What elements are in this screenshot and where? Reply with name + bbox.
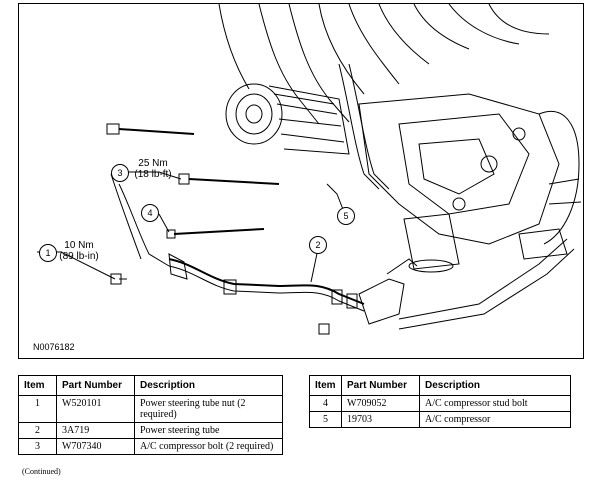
table-row: 3 W707340 A/C compressor bolt (2 require… <box>18 438 283 455</box>
callout-5-bubble: 5 <box>337 207 355 225</box>
header-item: Item <box>309 375 342 396</box>
table-row: 5 19703 A/C compressor <box>309 411 571 428</box>
header-part-number: Part Number <box>341 375 420 396</box>
table-header-row: Item Part Number Description <box>18 375 283 396</box>
header-part-number: Part Number <box>56 375 135 396</box>
figure-id: N0076182 <box>33 342 75 352</box>
callout-2-bubble: 2 <box>309 236 327 254</box>
table-row: 4 W709052 A/C compressor stud bolt <box>309 395 571 412</box>
callout-1-torque: 10 Nm (89 lb-in) <box>59 240 99 262</box>
cell-item: 5 <box>309 411 342 428</box>
callout-1-spec-alt: (89 lb-in) <box>59 251 99 262</box>
header-description: Description <box>419 375 571 396</box>
parts-table-left: Item Part Number Description 1 W520101 P… <box>18 375 283 455</box>
continued-note: (Continued) <box>22 467 61 476</box>
cell-description: Power steering tube nut (2 required) <box>134 395 283 423</box>
callout-3-torque: 25 Nm (18 lb-ft) <box>129 158 177 180</box>
header-item: Item <box>18 375 57 396</box>
engine-illustration <box>37 4 582 335</box>
cell-item: 4 <box>309 395 342 412</box>
table-row: 2 3A719 Power steering tube <box>18 422 283 439</box>
cell-item: 3 <box>18 438 57 455</box>
cell-description: A/C compressor <box>419 411 571 428</box>
table-header-row: Item Part Number Description <box>309 375 571 396</box>
cell-part-number: W709052 <box>341 395 420 412</box>
exploded-view-figure: N0076182 1 10 Nm (89 lb-in) 2 3 25 Nm (1… <box>18 3 584 359</box>
callout-3-spec-alt: (18 lb-ft) <box>134 169 172 180</box>
table-row: 1 W520101 Power steering tube nut (2 req… <box>18 395 283 423</box>
callout-1-bubble: 1 <box>39 244 57 262</box>
cell-part-number: W520101 <box>56 395 135 423</box>
callout-1-spec-nm: 10 Nm <box>64 240 94 251</box>
cell-item: 1 <box>18 395 57 423</box>
callout-3-bubble: 3 <box>111 164 129 182</box>
parts-table-right: Item Part Number Description 4 W709052 A… <box>309 375 571 428</box>
cell-part-number: 3A719 <box>56 422 135 439</box>
cell-description: Power steering tube <box>134 422 283 439</box>
callout-4-bubble: 4 <box>141 204 159 222</box>
cell-part-number: W707340 <box>56 438 135 455</box>
cell-part-number: 19703 <box>341 411 420 428</box>
header-description: Description <box>134 375 283 396</box>
callout-3-spec-nm: 25 Nm <box>138 158 168 169</box>
cell-item: 2 <box>18 422 57 439</box>
cell-description: A/C compressor bolt (2 required) <box>134 438 283 455</box>
cell-description: A/C compressor stud bolt <box>419 395 571 412</box>
